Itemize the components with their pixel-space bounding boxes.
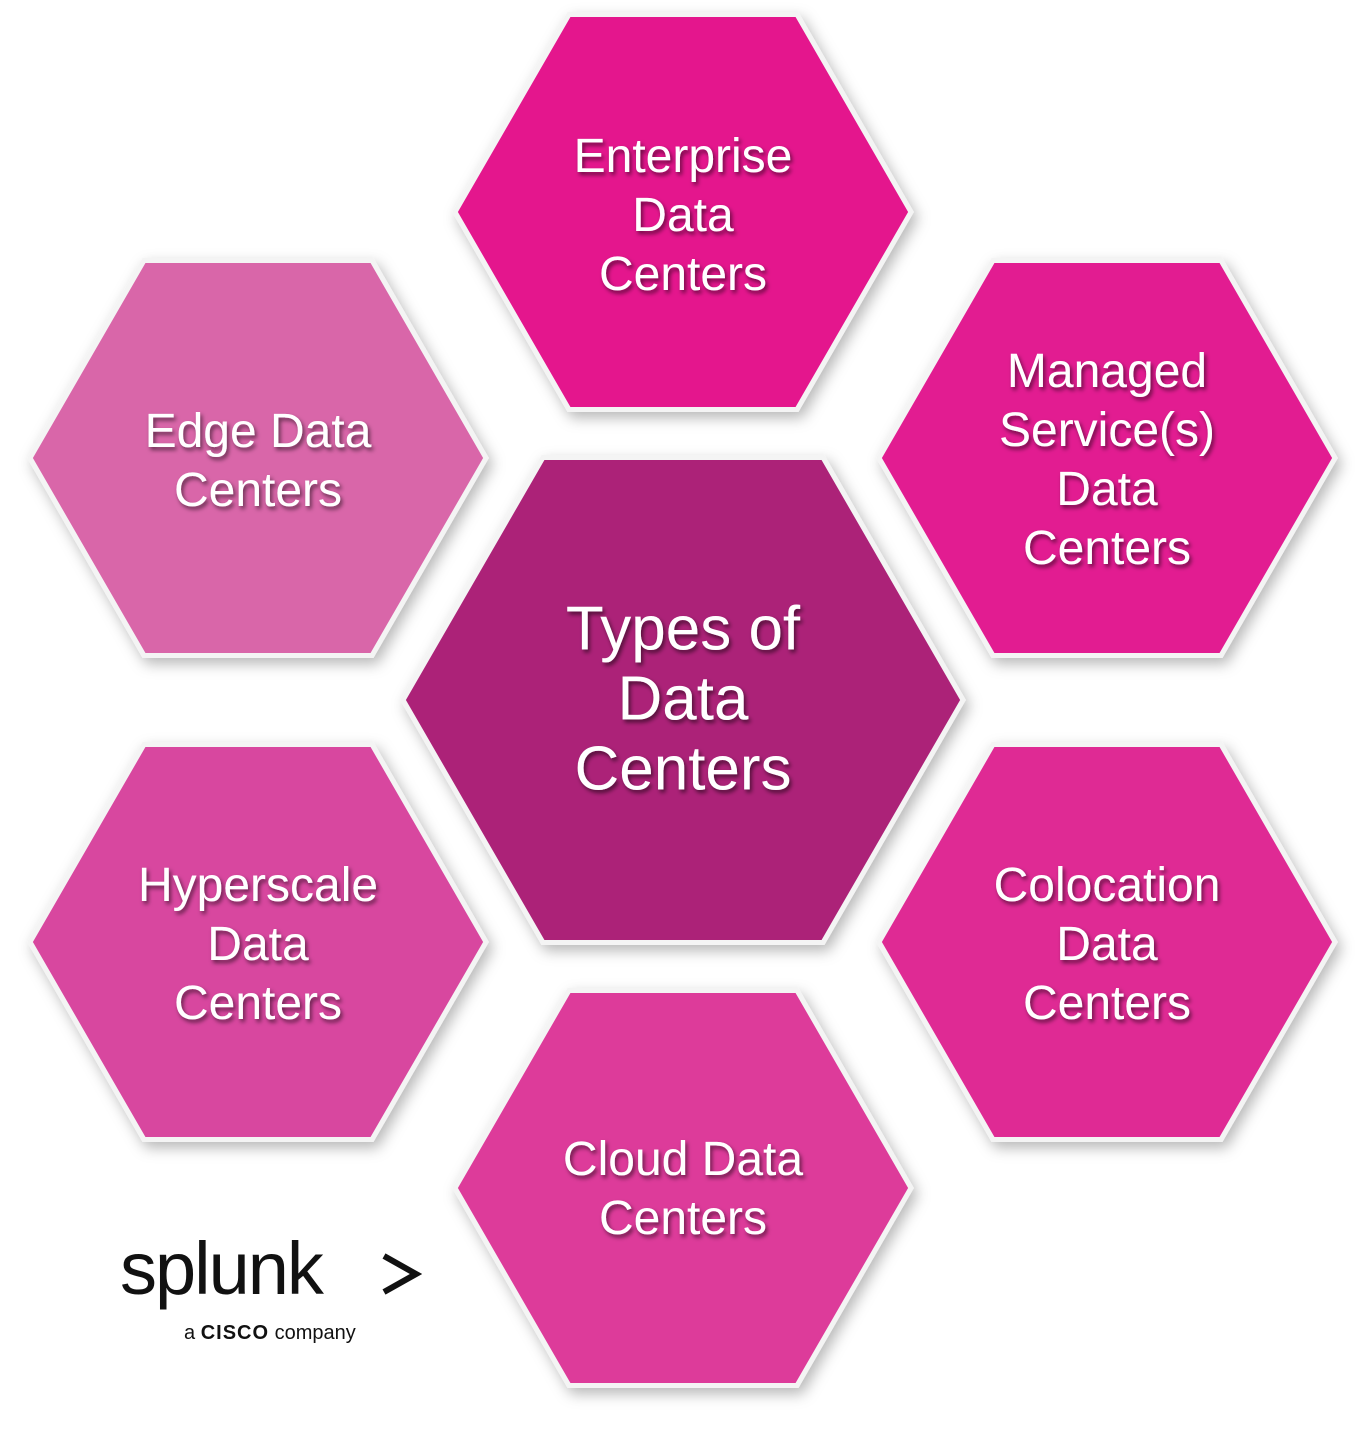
hexagon-label-enterprise: Centers	[599, 248, 767, 301]
hexagon-label-managed: Managed	[1007, 345, 1207, 398]
hexagon-label-enterprise: Data	[632, 189, 734, 242]
hexagon-shape-colocation	[876, 742, 1338, 1142]
hexagon-shape-managed	[876, 258, 1338, 658]
hexagon-shape-hyperscale	[27, 742, 489, 1142]
hexagon-label-center: Centers	[574, 735, 791, 804]
logo-wordmark: splunk	[120, 1227, 324, 1310]
hexagon-label-cloud: Centers	[599, 1192, 767, 1245]
hexagon-label-managed: Data	[1056, 463, 1158, 516]
hexagon-shape-enterprise	[452, 12, 914, 412]
logo-tagline-brand: CISCO	[200, 1322, 270, 1344]
logo-chevron-icon	[382, 1253, 422, 1295]
hexagon-label-cloud: Cloud Data	[563, 1133, 803, 1186]
hexagon-label-colocation: Colocation	[994, 859, 1221, 912]
hexagon-shape-edge	[27, 258, 489, 658]
hexagon-label-hyperscale: Centers	[174, 977, 342, 1030]
hexagon-label-edge: Edge Data	[145, 405, 372, 458]
hexagon-shape-cloud	[452, 988, 914, 1388]
logo-tagline-prefix: a	[184, 1322, 196, 1344]
hexagon-label-managed: Service(s)	[999, 404, 1215, 457]
hexagon-label-edge: Centers	[174, 464, 342, 517]
hexagon-label-managed: Centers	[1023, 522, 1191, 575]
logo-tagline: a CISCO company	[184, 1322, 356, 1345]
logo-tagline-suffix: company	[274, 1322, 356, 1344]
hexagon-label-center: Types of	[566, 595, 801, 664]
hexagon-label-enterprise: Enterprise	[574, 130, 793, 183]
hexagon-label-hyperscale: Hyperscale	[138, 859, 378, 912]
hexagon-label-center: Data	[618, 665, 749, 734]
hexagon-label-hyperscale: Data	[207, 918, 309, 971]
hexagon-layer: EnterpriseDataCentersManagedService(s)Da…	[27, 12, 1338, 1388]
hexagon-label-colocation: Centers	[1023, 977, 1191, 1030]
hexagon-shape-center	[400, 455, 966, 945]
hexagon-label-colocation: Data	[1056, 918, 1158, 971]
splunk-logo: splunk a CISCO company	[120, 1227, 422, 1352]
